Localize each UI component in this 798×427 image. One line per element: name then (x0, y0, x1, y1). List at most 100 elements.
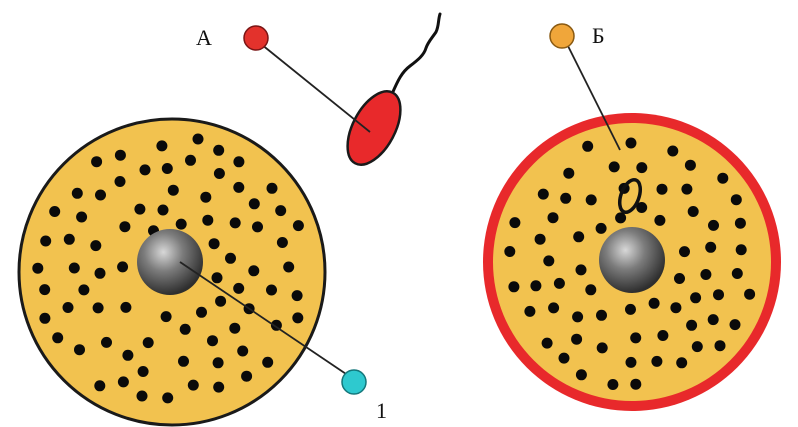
egg-nucleus-left (137, 229, 203, 295)
yolk-granule (542, 338, 553, 349)
yolk-granule (615, 212, 626, 223)
yolk-granule (39, 284, 50, 295)
label-a: А (196, 25, 212, 50)
yolk-granule (654, 215, 665, 226)
yolk-granule (649, 298, 660, 309)
yolk-granule (63, 302, 74, 313)
marker-1-icon (342, 370, 366, 394)
yolk-granule (609, 161, 620, 172)
yolk-granule (161, 311, 172, 322)
yolk-granule (277, 237, 288, 248)
yolk-granule (636, 162, 647, 173)
yolk-granule (115, 150, 126, 161)
yolk-granule (72, 188, 83, 199)
yolk-granule (117, 261, 128, 272)
yolk-granule (538, 189, 549, 200)
yolk-granule (225, 253, 236, 264)
yolk-granule (69, 263, 80, 274)
yolk-granule (275, 205, 286, 216)
yolk-granule (215, 296, 226, 307)
yolk-granule (554, 278, 565, 289)
yolk-granule (91, 156, 102, 167)
yolk-granule (573, 231, 584, 242)
yolk-granule (233, 182, 244, 193)
yolk-granule (651, 356, 662, 367)
yolk-granule (209, 238, 220, 249)
yolk-granule (118, 376, 129, 387)
yolk-granule (657, 184, 668, 195)
yolk-granule (40, 236, 51, 247)
yolk-granule (156, 140, 167, 151)
yolk-granule (119, 221, 130, 232)
yolk-granule (241, 371, 252, 382)
yolk-granule (585, 284, 596, 295)
yolk-granule (708, 220, 719, 231)
marker-b-icon (550, 24, 574, 48)
yolk-granule (76, 212, 87, 223)
yolk-granule (732, 268, 743, 279)
yolk-granule (94, 380, 105, 391)
yolk-granule (713, 289, 724, 300)
leader-line-a (256, 40, 370, 132)
yolk-granule (504, 246, 515, 257)
marker-a-icon (244, 26, 268, 50)
yolk-granule (559, 353, 570, 364)
yolk-granule (64, 234, 75, 245)
sperm-cell (337, 14, 440, 173)
yolk-granule (95, 268, 106, 279)
yolk-granule (252, 221, 263, 232)
yolk-granule (202, 215, 213, 226)
yolk-granule (576, 264, 587, 275)
yolk-granule (576, 369, 587, 380)
yolk-granule (708, 314, 719, 325)
yolk-granule (180, 324, 191, 335)
yolk-granule (137, 391, 148, 402)
yolk-granule (52, 332, 63, 343)
yolk-granule (193, 134, 204, 145)
yolk-granule (607, 379, 618, 390)
yolk-granule (560, 193, 571, 204)
yolk-granule (625, 304, 636, 315)
yolk-granule (597, 342, 608, 353)
yolk-granule (237, 346, 248, 357)
yolk-granule (74, 344, 85, 355)
yolk-granule (676, 357, 687, 368)
yolk-granule (262, 357, 273, 368)
yolk-granule (735, 218, 746, 229)
yolk-granule (122, 350, 133, 361)
yolk-granule (736, 244, 747, 255)
yolk-granule (200, 192, 211, 203)
yolk-granule (248, 265, 259, 276)
yolk-granule (267, 183, 278, 194)
yolk-granule (524, 306, 535, 317)
yolk-granule (626, 357, 637, 368)
yolk-granule (162, 163, 173, 174)
yolk-granule (158, 205, 169, 216)
yolk-granule (120, 302, 131, 313)
yolk-granule (95, 190, 106, 201)
yolk-granule (213, 145, 224, 156)
yolk-granule (530, 280, 541, 291)
label-b: Б (592, 23, 605, 48)
yolk-granule (162, 392, 173, 403)
yolk-granule (293, 220, 304, 231)
yolk-granule (101, 337, 112, 348)
yolk-granule (134, 204, 145, 215)
yolk-granule (213, 357, 224, 368)
yolk-granule (230, 217, 241, 228)
yolk-granule (731, 194, 742, 205)
yolk-granule (548, 302, 559, 313)
yolk-granule (140, 164, 151, 175)
yolk-granule (207, 335, 218, 346)
yolk-granule (78, 284, 89, 295)
yolk-granule (692, 341, 703, 352)
yolk-granule (548, 212, 559, 223)
yolk-granule (700, 269, 711, 280)
yolk-granule (233, 156, 244, 167)
yolk-granule (626, 138, 637, 149)
yolk-granule (292, 312, 303, 323)
yolk-granule (39, 313, 50, 324)
yolk-granule (266, 285, 277, 296)
yolk-granule (543, 255, 554, 266)
